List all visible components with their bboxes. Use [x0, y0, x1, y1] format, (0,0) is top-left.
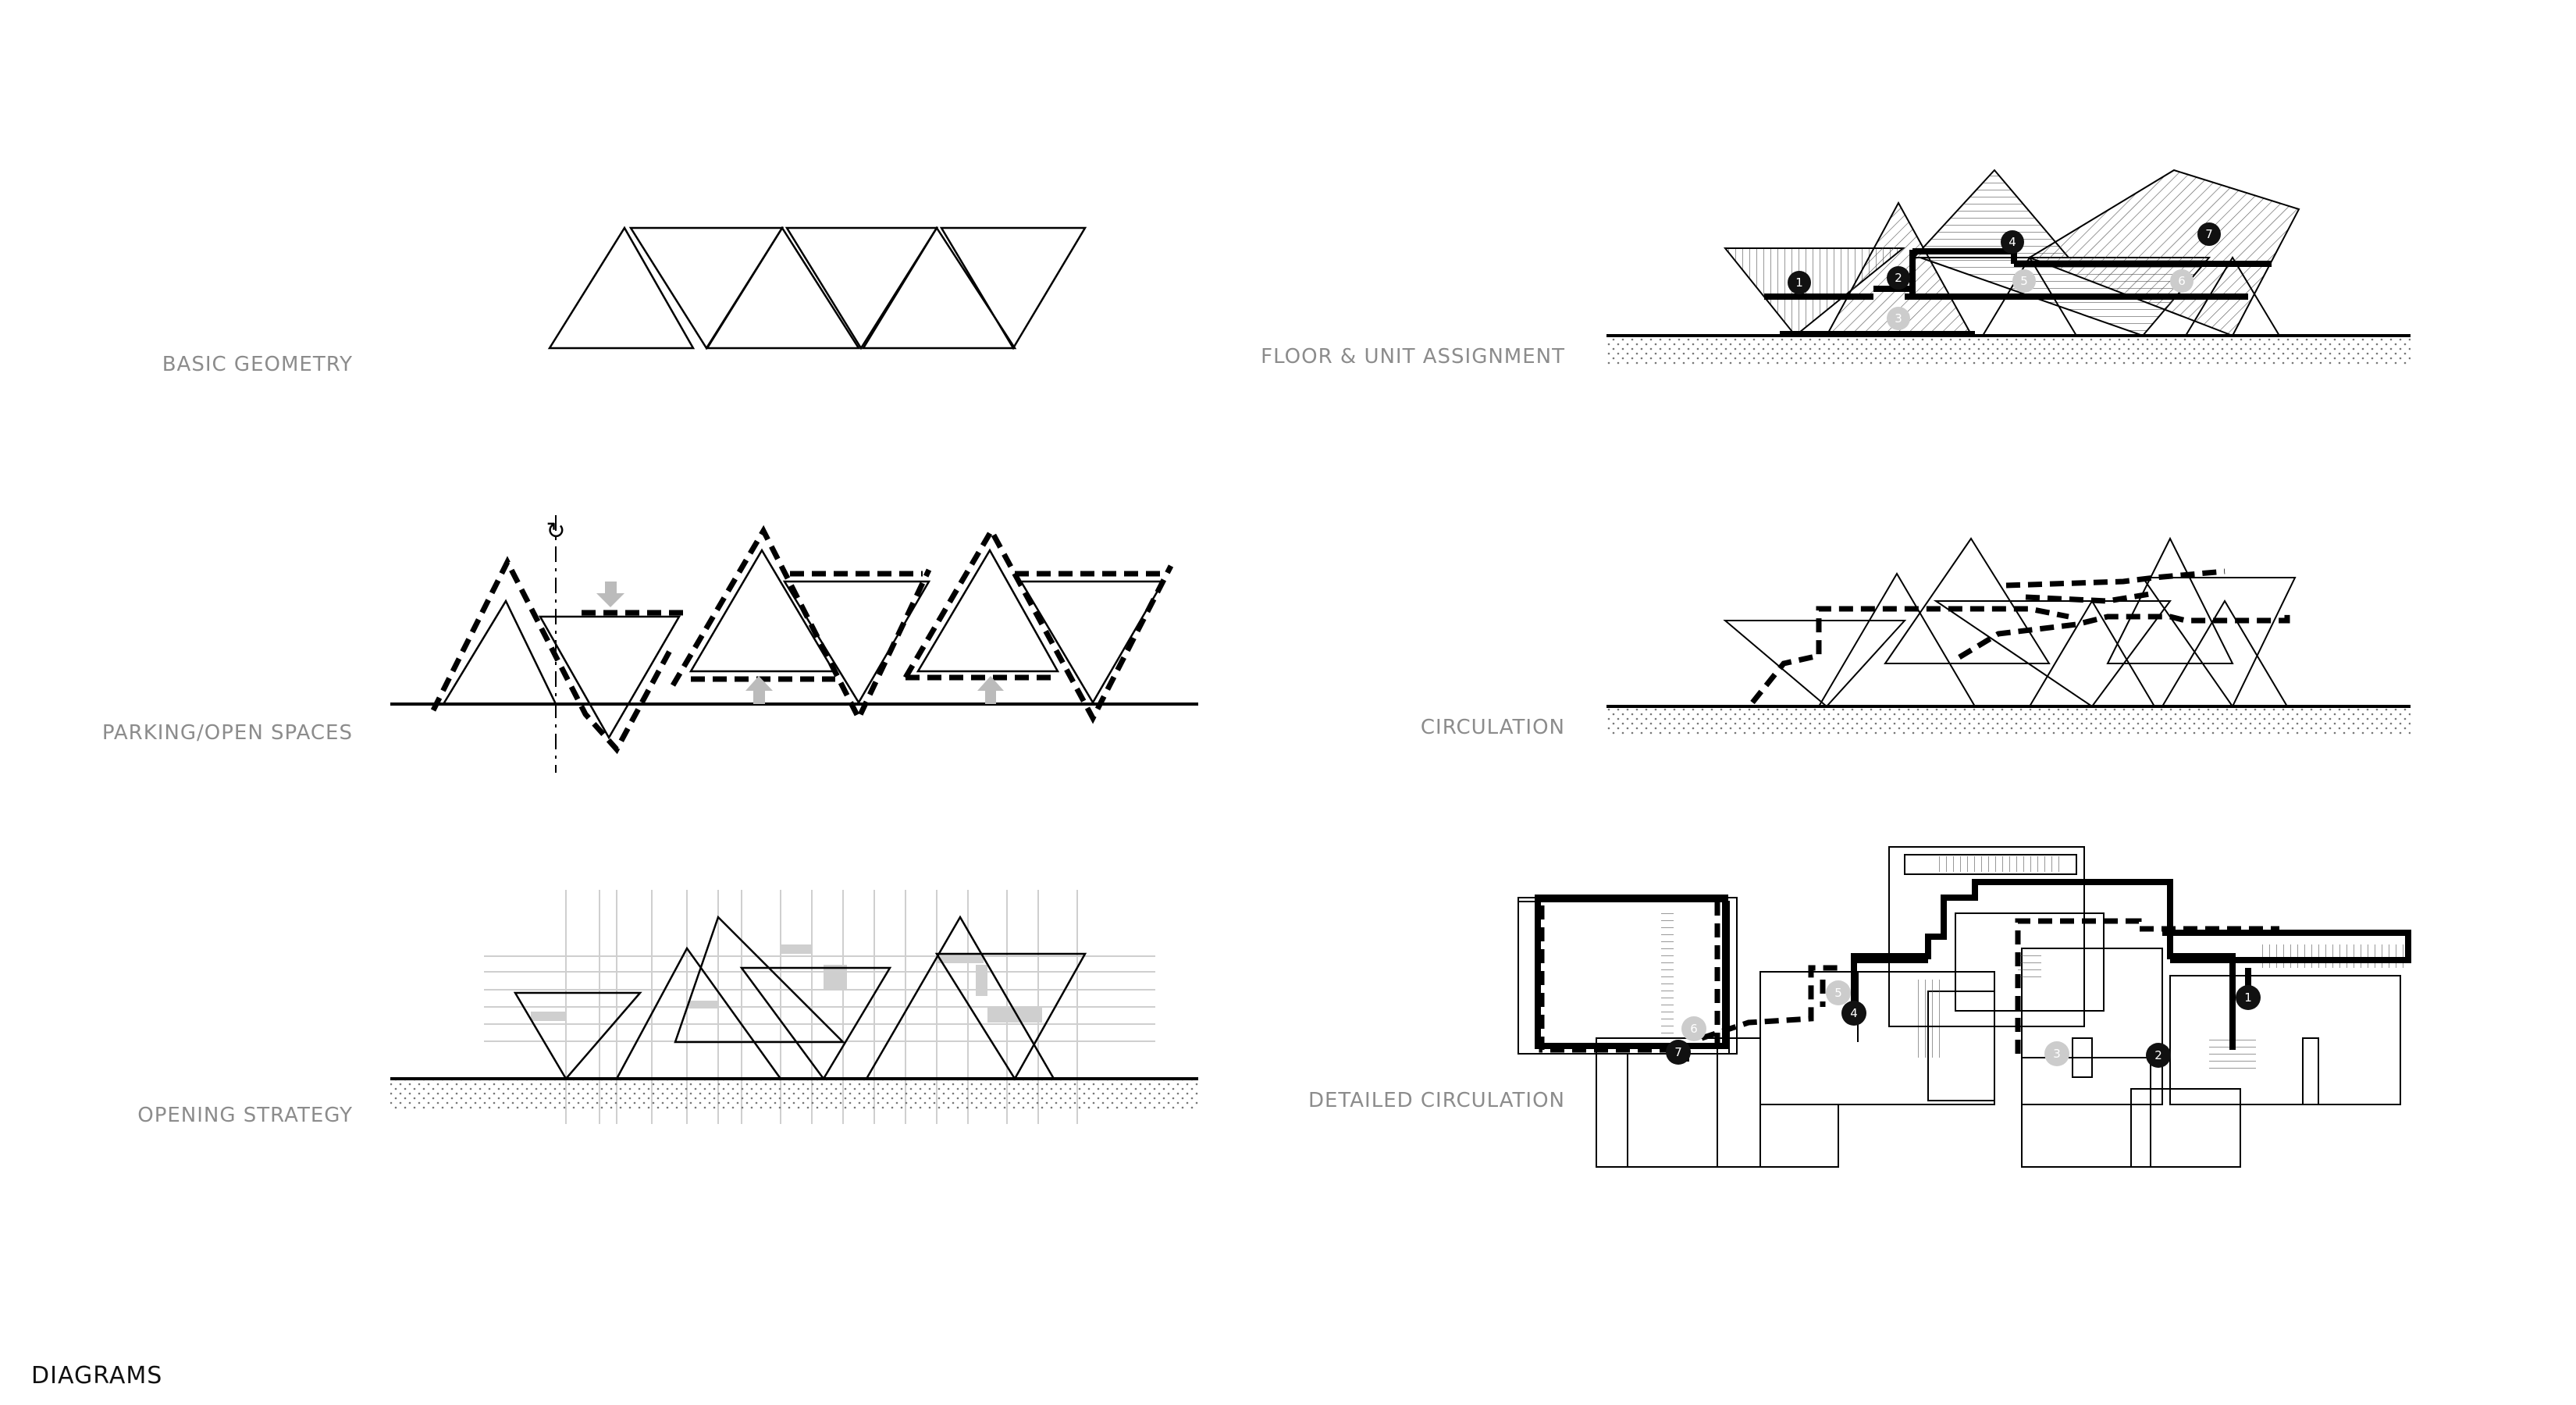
up-arrow-icon [977, 676, 1004, 704]
unit-marker: 3 [2053, 1047, 2061, 1061]
label-parking: PARKING/OPEN SPACES [102, 721, 353, 745]
floor-unit-diagram: 1 2 3 4 5 6 7 [1606, 169, 2411, 365]
detailed-circulation-plan: 1 2 3 4 5 6 7 [1517, 846, 2411, 1168]
label-detailed-circulation: DETAILED CIRCULATION [1308, 1089, 1565, 1112]
floor-unit-markers: 1 2 3 4 5 6 7 [1788, 222, 2221, 330]
unit-marker: 1 [1795, 276, 1803, 290]
unit-marker: 5 [1834, 986, 1842, 1000]
label-opening: OPENING STRATEGY [137, 1104, 353, 1127]
parking-diagram: ↻ [390, 515, 1198, 773]
unit-marker: 6 [2178, 274, 2186, 288]
unit-marker: 4 [1850, 1006, 1858, 1020]
unit-marker: 6 [1690, 1022, 1698, 1036]
down-arrow-icon [596, 582, 624, 607]
unit-marker: 2 [2154, 1048, 2162, 1062]
unit-marker: 2 [1895, 271, 1902, 285]
up-arrow-icon [745, 676, 773, 704]
unit-marker: 7 [2205, 227, 2213, 241]
circulation-diagram [1606, 536, 2411, 736]
label-basic-geometry: BASIC GEOMETRY [162, 353, 353, 376]
opening-strategy-diagram [390, 890, 1198, 1124]
basic-geometry-diagram [547, 226, 1087, 350]
unit-marker: 1 [2244, 991, 2252, 1005]
unit-marker: 7 [1674, 1045, 1682, 1059]
unit-marker: 4 [2008, 235, 2016, 249]
label-circulation: CIRCULATION [1421, 716, 1565, 739]
unit-marker: 3 [1895, 311, 1902, 325]
rotate-icon: ↻ [546, 518, 565, 544]
unit-marker: 5 [2020, 274, 2028, 288]
page-title: DIAGRAMS [31, 1362, 162, 1389]
detailed-circulation-markers: 1 2 3 4 5 6 7 [1666, 980, 2261, 1068]
label-floor-unit: FLOOR & UNIT ASSIGNMENT [1261, 345, 1565, 368]
